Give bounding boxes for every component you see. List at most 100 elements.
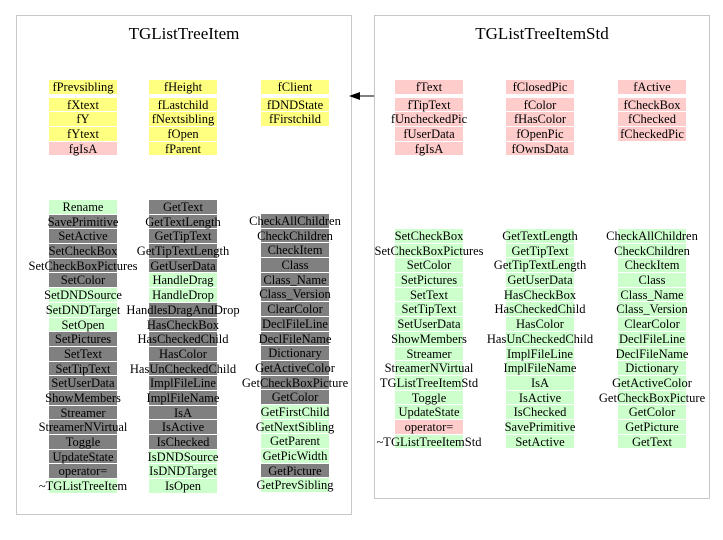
field-entry[interactable]: fChecked — [618, 112, 686, 128]
method-entry[interactable]: SetPictures — [49, 332, 117, 347]
field-entry[interactable]: fUserData — [395, 127, 463, 142]
method-entry[interactable]: ImplFileLine — [506, 346, 574, 362]
field-entry[interactable]: fClient — [261, 80, 329, 95]
method-entry[interactable]: ClearColor — [261, 302, 329, 317]
field-entry[interactable]: fHeight — [149, 80, 217, 95]
method-entry[interactable]: SetActive — [506, 434, 574, 450]
method-entry[interactable]: HasColor — [149, 346, 217, 362]
method-entry[interactable]: SetColor — [49, 273, 117, 289]
method-entry[interactable]: Class_Name — [618, 287, 686, 303]
method-entry[interactable]: SetDNDTarget — [46, 302, 120, 318]
method-entry[interactable]: HasCheckBox — [147, 317, 219, 333]
method-entry[interactable]: HasUnCheckedChild — [130, 361, 236, 377]
field-entry[interactable]: fCheckBox — [618, 97, 686, 113]
method-entry[interactable]: UpdateState — [49, 449, 117, 465]
field-entry[interactable]: fOpen — [149, 127, 217, 142]
method-entry[interactable]: GetTipTextLength — [137, 244, 229, 259]
method-entry[interactable]: HasCheckedChild — [495, 302, 585, 318]
method-entry[interactable]: ShowMembers — [45, 390, 121, 406]
method-entry[interactable]: ClearColor — [618, 317, 686, 332]
method-entry[interactable]: GetCheckBoxPicture — [599, 390, 705, 406]
field-entry[interactable]: fPrevsibling — [49, 80, 117, 95]
method-entry[interactable]: DeclFileName — [259, 331, 331, 347]
method-entry[interactable]: GetNextSibling — [256, 419, 334, 435]
method-entry[interactable]: Class_Version — [259, 287, 331, 303]
field-entry[interactable]: fTipText — [395, 97, 463, 113]
method-entry[interactable]: GetCheckBoxPicture — [242, 375, 348, 391]
method-entry[interactable]: operator= — [395, 419, 463, 435]
field-entry[interactable]: fText — [395, 80, 463, 95]
method-entry[interactable]: GetPrevSibling — [256, 478, 334, 494]
method-entry[interactable]: GetUserData — [506, 273, 574, 288]
method-entry[interactable]: Streamer — [49, 405, 117, 421]
method-entry[interactable]: CheckAllChildren — [249, 214, 341, 229]
method-entry[interactable]: SetCheckBoxPictures — [29, 258, 138, 274]
method-entry[interactable]: SetTipText — [49, 361, 117, 377]
method-entry[interactable]: CheckAllChildren — [606, 229, 698, 244]
method-entry[interactable]: Rename — [49, 200, 117, 215]
method-entry[interactable]: GetColor — [618, 405, 686, 420]
field-entry[interactable]: fClosedPic — [506, 80, 574, 95]
method-entry[interactable]: GetPicture — [618, 419, 686, 435]
method-entry[interactable]: CheckChildren — [614, 243, 690, 259]
method-entry[interactable]: SetDNDSource — [44, 288, 122, 303]
method-entry[interactable]: ~TGListTreeItem — [39, 479, 127, 494]
method-entry[interactable]: IsActive — [506, 390, 574, 406]
field-entry[interactable]: fFirstchild — [261, 112, 329, 128]
method-entry[interactable]: GetPicture — [261, 463, 329, 479]
method-entry[interactable]: IsA — [506, 375, 574, 391]
method-entry[interactable]: StreamerNVirtual — [39, 420, 127, 435]
method-entry[interactable]: SetUserData — [395, 317, 463, 332]
method-entry[interactable]: GetTextLength — [502, 229, 578, 244]
field-entry[interactable]: fParent — [149, 141, 217, 157]
method-entry[interactable]: SetText — [49, 346, 117, 362]
method-entry[interactable]: HasColor — [506, 317, 574, 332]
field-entry[interactable]: fXtext — [49, 97, 117, 113]
method-entry[interactable]: ~TGListTreeItemStd — [377, 434, 481, 450]
method-entry[interactable]: HasCheckedChild — [138, 332, 228, 347]
field-entry[interactable]: fCheckedPic — [618, 127, 686, 142]
method-entry[interactable]: GetTipTextLength — [494, 258, 586, 274]
field-entry[interactable]: fOpenPic — [506, 127, 574, 142]
method-entry[interactable]: IsDNDSource — [148, 449, 218, 465]
method-entry[interactable]: GetParent — [261, 434, 329, 449]
method-entry[interactable]: Streamer — [395, 346, 463, 362]
method-entry[interactable]: HasCheckBox — [504, 287, 576, 303]
field-entry[interactable]: fOwnsData — [506, 141, 574, 157]
method-entry[interactable]: SetActive — [49, 229, 117, 245]
method-entry[interactable]: SetUserData — [49, 376, 117, 391]
method-entry[interactable]: Dictionary — [261, 346, 329, 361]
field-entry[interactable]: fgIsA — [395, 141, 463, 157]
field-entry[interactable]: fY — [49, 112, 117, 128]
method-entry[interactable]: SetCheckBox — [395, 229, 463, 244]
method-entry[interactable]: GetActiveColor — [612, 375, 692, 391]
method-entry[interactable]: CheckItem — [618, 258, 686, 274]
method-entry[interactable]: IsDNDTarget — [149, 464, 217, 480]
method-entry[interactable]: DeclFileName — [616, 346, 688, 362]
method-entry[interactable]: GetUserData — [149, 258, 217, 274]
field-entry[interactable]: fActive — [618, 80, 686, 95]
method-entry[interactable]: HasUnCheckedChild — [487, 331, 593, 347]
method-entry[interactable]: Class — [261, 258, 329, 273]
method-entry[interactable]: Dictionary — [618, 361, 686, 376]
method-entry[interactable]: SetPictures — [395, 273, 463, 288]
method-entry[interactable]: GetPicWidth — [261, 449, 329, 464]
method-entry[interactable]: IsChecked — [506, 405, 574, 420]
field-entry[interactable]: fgIsA — [49, 141, 117, 157]
method-entry[interactable]: Class_Name — [261, 272, 329, 288]
method-entry[interactable]: HandleDrop — [149, 288, 217, 303]
method-entry[interactable]: GetTextLength — [145, 214, 221, 230]
method-entry[interactable]: GetColor — [261, 390, 329, 405]
method-entry[interactable]: UpdateState — [395, 405, 463, 420]
method-entry[interactable]: SavePrimitive — [505, 419, 575, 435]
method-entry[interactable]: ImplFileLine — [149, 376, 217, 391]
method-entry[interactable]: ShowMembers — [391, 331, 467, 347]
method-entry[interactable]: GetActiveColor — [255, 360, 335, 376]
method-entry[interactable]: SetTipText — [395, 302, 463, 318]
method-entry[interactable]: IsOpen — [149, 479, 217, 494]
method-entry[interactable]: HandleDrag — [149, 273, 217, 289]
method-entry[interactable]: GetText — [618, 434, 686, 450]
method-entry[interactable]: IsChecked — [149, 435, 217, 450]
method-entry[interactable]: Class_Version — [616, 302, 688, 318]
field-entry[interactable]: fLastchild — [149, 97, 217, 113]
